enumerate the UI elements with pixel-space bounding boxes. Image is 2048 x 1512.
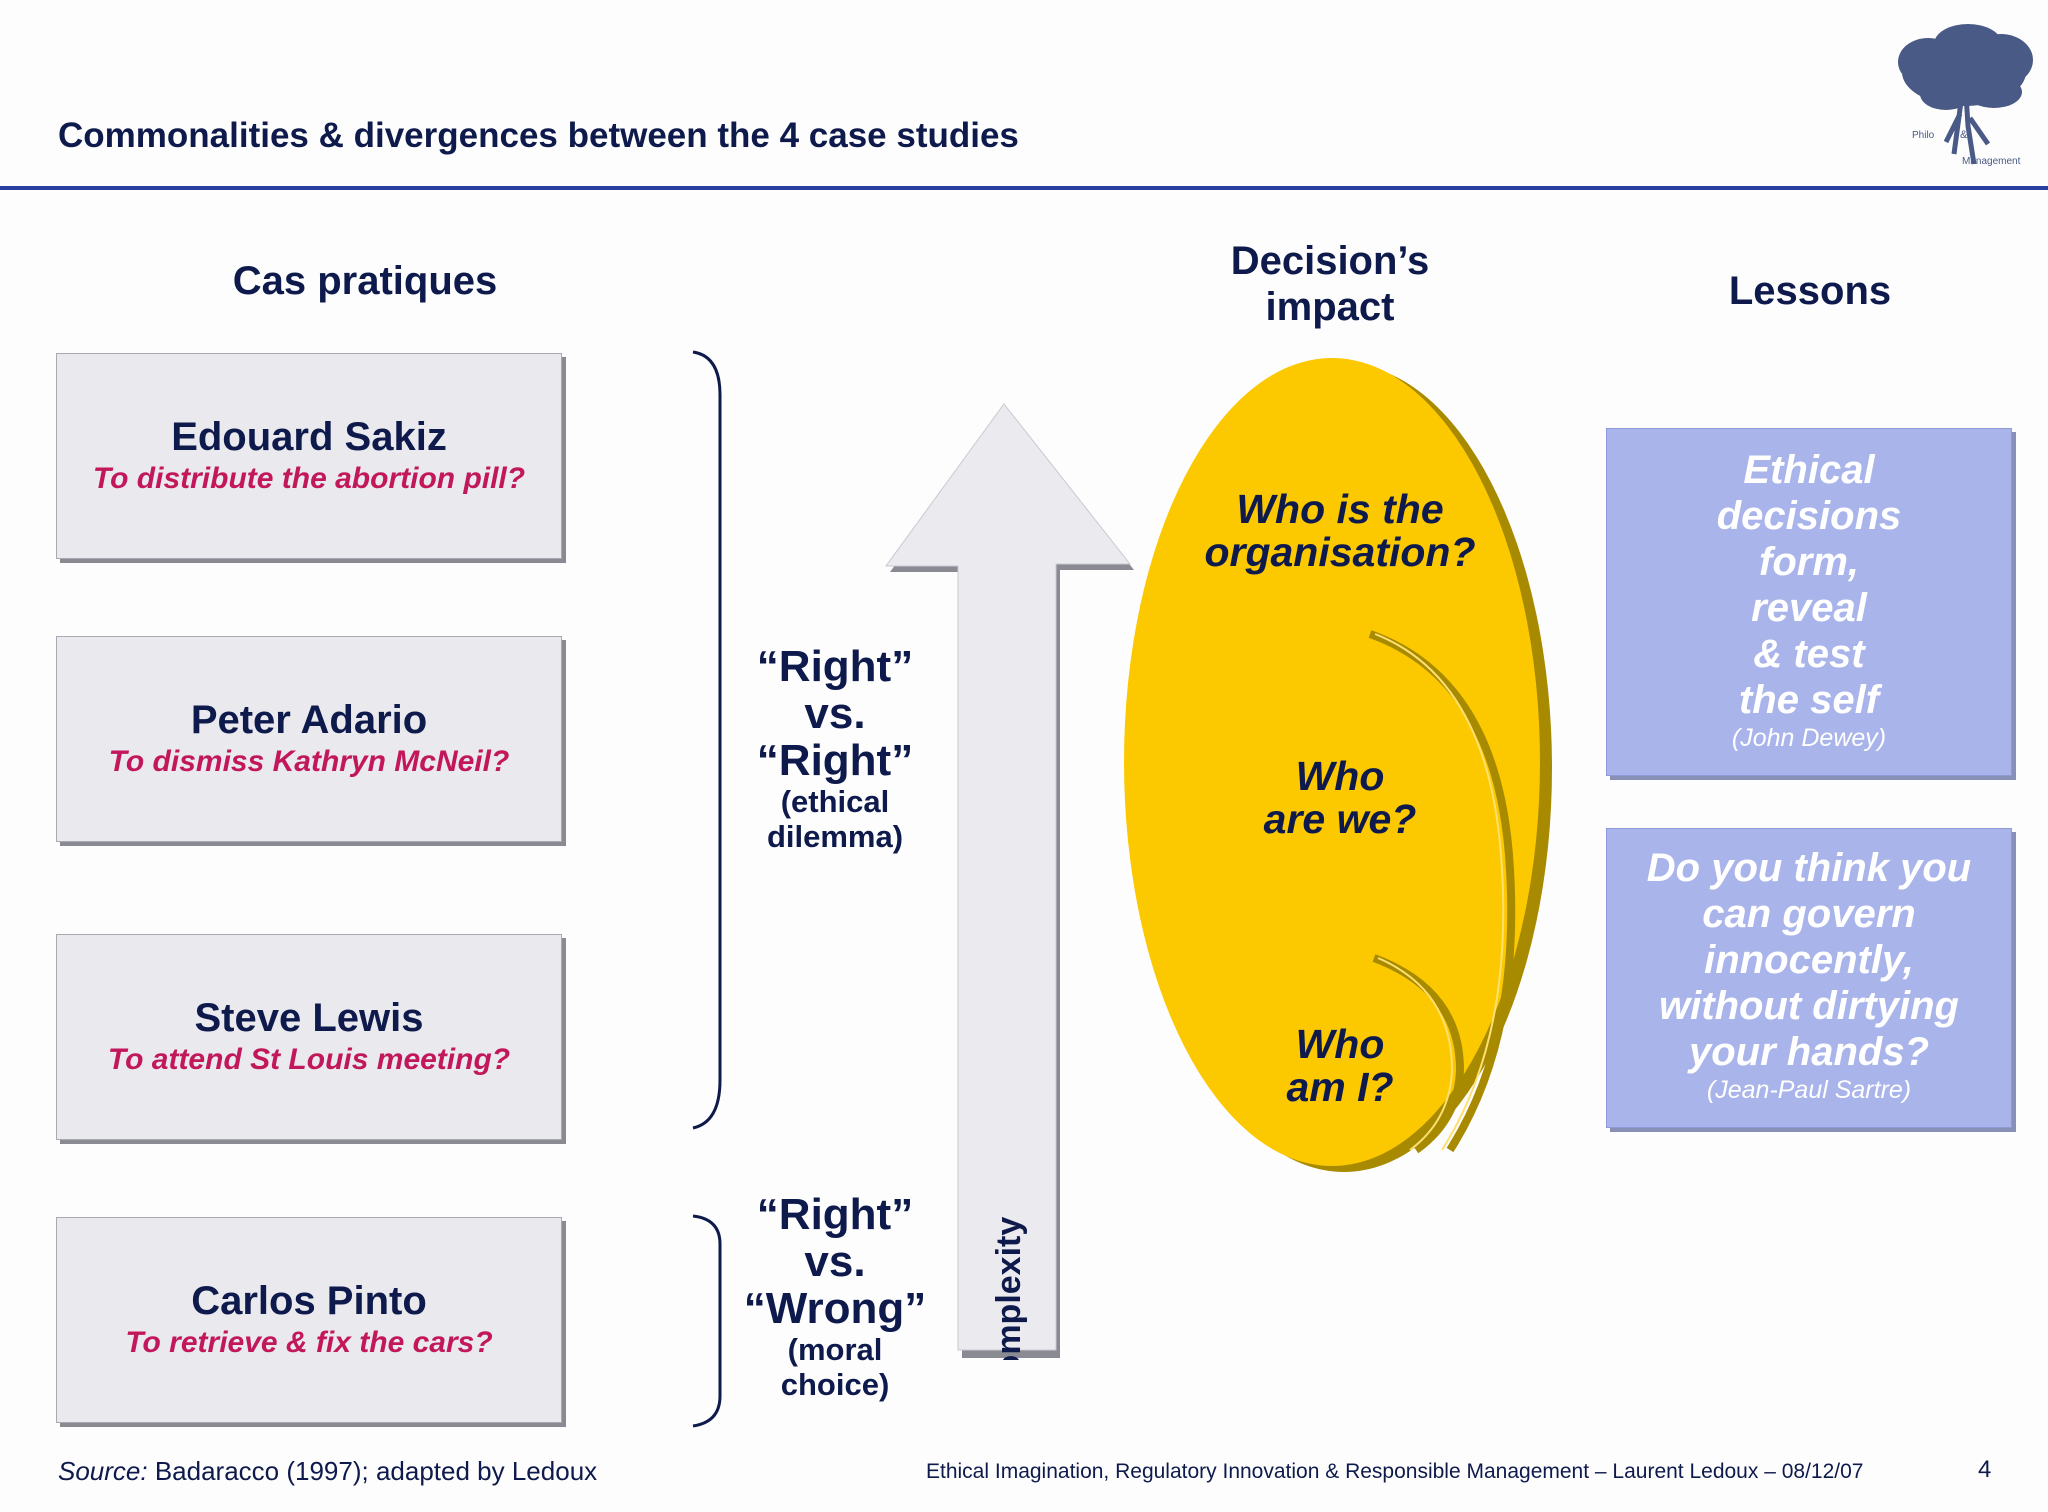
lesson-line: can govern bbox=[1702, 892, 1916, 936]
source-text: Badaracco (1997); adapted by Ledoux bbox=[147, 1456, 598, 1486]
lesson-line: the self bbox=[1738, 678, 1880, 722]
complexity-arrow: Complexity bbox=[885, 403, 1134, 1360]
oval-text-we: Who are we? bbox=[1180, 755, 1500, 841]
case-box-lewis: Steve Lewis To attend St Louis meeting? bbox=[56, 934, 562, 1140]
moral-choice-label: “Right” vs. “Wrong” (moral choice) bbox=[735, 1191, 935, 1402]
lesson-line: your hands? bbox=[1688, 1030, 1930, 1074]
case-box-pinto: Carlos Pinto To retrieve & fix the cars? bbox=[56, 1217, 562, 1423]
choice-line3: “Wrong” bbox=[743, 1284, 927, 1333]
lesson-box-dewey: Ethical decisions form, reveal & test th… bbox=[1606, 428, 2012, 776]
oval-middle-line2: are we? bbox=[1263, 796, 1417, 842]
brace-ethical-dilemma bbox=[692, 350, 722, 1130]
choice-note2: choice) bbox=[780, 1367, 890, 1402]
case-question: To attend St Louis meeting? bbox=[107, 1043, 511, 1076]
dilemma-line1: “Right” bbox=[756, 642, 914, 691]
logo-text-philo: Philo bbox=[1912, 130, 1935, 141]
oval-inner-line2: am I? bbox=[1286, 1064, 1394, 1110]
impact-heading-line2: impact bbox=[1265, 285, 1395, 329]
case-box-sakiz: Edouard Sakiz To distribute the abortion… bbox=[56, 353, 562, 559]
tree-logo-icon: Philo & Management bbox=[1898, 24, 2033, 167]
oval-inner-line1: Who bbox=[1295, 1021, 1385, 1067]
source-label: Source: bbox=[58, 1456, 148, 1486]
page-number: 4 bbox=[1978, 1456, 1992, 1483]
logo-text-management: Management bbox=[1962, 156, 2021, 167]
case-question: To distribute the abortion pill? bbox=[92, 462, 526, 495]
lesson-line: Do you think you bbox=[1646, 846, 1972, 890]
ethical-dilemma-label: “Right” vs. “Right” (ethical dilemma) bbox=[735, 643, 935, 854]
brace-moral-choice bbox=[692, 1214, 722, 1428]
oval-middle-line1: Who bbox=[1295, 753, 1385, 799]
lessons-heading: Lessons bbox=[1728, 269, 1892, 313]
lesson-line: reveal bbox=[1751, 586, 1867, 630]
footer-text: Ethical Imagination, Regulatory Innovati… bbox=[926, 1460, 1864, 1483]
lesson-source: (Jean-Paul Sartre) bbox=[1706, 1076, 1912, 1104]
dilemma-line3: “Right” bbox=[756, 736, 914, 785]
slide-title: Commonalities & divergences between the … bbox=[58, 116, 1019, 155]
cases-heading: Cas pratiques bbox=[232, 259, 498, 303]
oval-outer-line1: Who is the bbox=[1236, 486, 1444, 532]
choice-note1: (moral bbox=[787, 1332, 883, 1367]
impact-oval bbox=[1124, 358, 1552, 1172]
dilemma-note2: dilemma) bbox=[766, 819, 904, 854]
case-name: Steve Lewis bbox=[194, 996, 424, 1040]
lesson-line: & test bbox=[1753, 632, 1865, 676]
lesson-line: without dirtying bbox=[1659, 984, 1959, 1028]
lesson-line: form, bbox=[1759, 540, 1859, 584]
oval-text-organisation: Who is the organisation? bbox=[1180, 488, 1500, 574]
impact-heading-line1: Decision’s bbox=[1230, 239, 1430, 283]
choice-line1: “Right” bbox=[756, 1190, 914, 1239]
lesson-line: Ethical bbox=[1743, 448, 1875, 492]
dilemma-note1: (ethical bbox=[780, 784, 890, 819]
case-box-adario: Peter Adario To dismiss Kathryn McNeil? bbox=[56, 636, 562, 842]
case-name: Carlos Pinto bbox=[191, 1279, 427, 1323]
source-note: Source: Badaracco (1997); adapted by Led… bbox=[58, 1456, 597, 1487]
case-question: To retrieve & fix the cars? bbox=[125, 1326, 493, 1359]
oval-outer-line2: organisation? bbox=[1204, 529, 1476, 575]
lesson-source: (John Dewey) bbox=[1731, 724, 1887, 752]
oval-text-i: Who am I? bbox=[1180, 1023, 1500, 1109]
case-question: To dismiss Kathryn McNeil? bbox=[108, 745, 510, 778]
lesson-box-sartre: Do you think you can govern innocently, … bbox=[1606, 828, 2012, 1128]
lesson-line: decisions bbox=[1716, 494, 1902, 538]
title-divider bbox=[0, 186, 2048, 190]
case-name: Peter Adario bbox=[190, 698, 428, 742]
dilemma-line2: vs. bbox=[804, 689, 866, 738]
impact-heading: Decision’s impact bbox=[1180, 238, 1480, 330]
case-name: Edouard Sakiz bbox=[171, 415, 447, 459]
lesson-line: innocently, bbox=[1704, 938, 1914, 982]
choice-line2: vs. bbox=[804, 1237, 866, 1286]
complexity-label: Complexity bbox=[990, 1217, 1028, 1360]
logo-text-amp: & bbox=[1960, 129, 1968, 141]
